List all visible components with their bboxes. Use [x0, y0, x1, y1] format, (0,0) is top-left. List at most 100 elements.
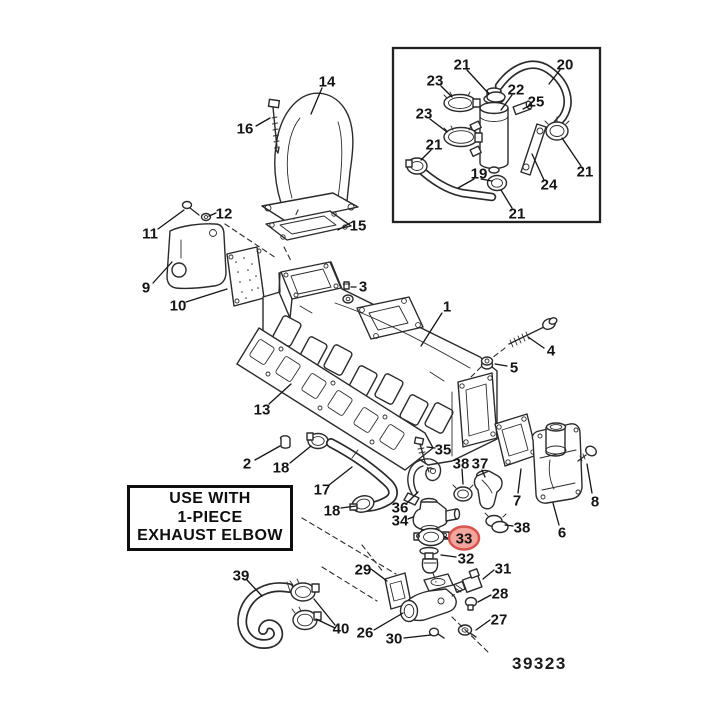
callout-29-27[interactable]: 29: [355, 562, 372, 579]
callout-36-19[interactable]: 36: [392, 500, 409, 517]
leader-line-32-23: [440, 554, 457, 558]
leader-line-21-35: [466, 69, 490, 95]
callout-12-3[interactable]: 12: [216, 206, 233, 223]
callout-34-20[interactable]: 34: [392, 513, 409, 530]
leader-line-16-1: [255, 117, 271, 127]
leader-line-20-36: [548, 69, 561, 85]
note-line-1: USE WITH: [169, 490, 251, 508]
hose-17: [326, 438, 398, 512]
leader-line-15-2: [337, 222, 351, 231]
callout-17-14[interactable]: 17: [314, 482, 331, 499]
leader-line-10-6: [185, 288, 228, 303]
exhaust-manifold-1: [262, 261, 498, 466]
callout-7-24[interactable]: 7: [513, 493, 521, 510]
plug-2: [279, 435, 291, 449]
callout-22-38[interactable]: 22: [508, 82, 525, 99]
leader-line-37-18: [481, 469, 486, 478]
leader-line-8-25: [586, 463, 593, 494]
clamp-21-left: [405, 157, 428, 175]
callout-18-15[interactable]: 18: [324, 503, 341, 520]
bolt-30: [428, 627, 445, 639]
clamp-23-lower: [443, 125, 483, 148]
bolt-11: [181, 200, 200, 216]
leader-line-38-17: [461, 468, 464, 485]
callout-16-1[interactable]: 16: [237, 121, 254, 138]
callout-9-5[interactable]: 9: [142, 280, 150, 297]
leader-line-18-13: [289, 445, 312, 464]
callout-19-43[interactable]: 19: [471, 166, 488, 183]
thermostat-32: [419, 546, 439, 574]
callout-10-6[interactable]: 10: [170, 298, 187, 315]
note-box: USE WITH 1-PIECE EXHAUST ELBOW: [127, 485, 293, 551]
callout-25-39[interactable]: 25: [528, 94, 545, 111]
gasket-texture: [235, 257, 259, 299]
end-gasket-7: [494, 413, 538, 467]
callout-2-12[interactable]: 2: [243, 456, 251, 473]
callout-21-35[interactable]: 21: [454, 57, 471, 74]
callout-21-41[interactable]: 21: [426, 137, 443, 154]
callout-18-13[interactable]: 18: [273, 460, 290, 477]
callout-30-32[interactable]: 30: [386, 631, 403, 648]
callout-14-0[interactable]: 14: [319, 74, 336, 91]
leader-line-11-4: [157, 209, 185, 230]
clamp-21-right: [544, 116, 570, 141]
leader-line-23-40: [429, 118, 448, 133]
leader-line-14-0: [310, 87, 323, 115]
callout-28-29[interactable]: 28: [492, 586, 509, 603]
inset-assembly-box: [391, 46, 602, 224]
bolt-4: [508, 317, 558, 348]
note-line-2: 1-PIECE: [177, 508, 243, 526]
callout-33-22[interactable]: 33: [456, 531, 473, 548]
leader-line-34-20: [407, 516, 414, 520]
callout-15-2[interactable]: 15: [350, 218, 367, 235]
leader-line-27-30: [475, 619, 491, 631]
callout-27-30[interactable]: 27: [491, 612, 508, 629]
callout-32-23[interactable]: 32: [458, 551, 475, 568]
clamp-23-upper: [443, 91, 481, 113]
bolt-8: [577, 445, 597, 462]
exhaust-elbow-14: [261, 92, 359, 223]
callout-37-18[interactable]: 37: [472, 456, 489, 473]
callout-38-17[interactable]: 38: [453, 456, 470, 473]
leader-line-4-10: [527, 336, 545, 349]
callout-3-9[interactable]: 3: [359, 279, 367, 296]
note-line-3: EXHAUST ELBOW: [137, 527, 283, 545]
clamp-40-upper: [289, 578, 320, 602]
plug-28: [464, 596, 478, 611]
nut-5: [480, 356, 494, 370]
leader-line-17-14: [328, 466, 353, 486]
callout-31-28[interactable]: 31: [495, 561, 512, 578]
fitting-31: [453, 568, 483, 594]
callout-1-8[interactable]: 1: [443, 299, 451, 316]
leader-line-18-15: [340, 505, 357, 509]
callout-23-37[interactable]: 23: [427, 73, 444, 90]
leader-line-33-22: [443, 536, 449, 539]
leader-line-24-44: [531, 153, 545, 181]
callout-35-16[interactable]: 35: [435, 442, 452, 459]
gasket-10: [226, 246, 265, 307]
callout-21-45[interactable]: 21: [509, 206, 526, 223]
callout-13-7[interactable]: 13: [254, 402, 271, 419]
callout-23-40[interactable]: 23: [416, 106, 433, 123]
callout-40-34[interactable]: 40: [333, 621, 350, 638]
washer-12: [200, 212, 212, 222]
callout-24-44[interactable]: 24: [541, 177, 558, 194]
callout-8-25[interactable]: 8: [591, 494, 599, 511]
callout-38-21[interactable]: 38: [514, 520, 531, 537]
leader-line-30-32: [403, 634, 432, 639]
callout-39-33[interactable]: 39: [233, 568, 250, 585]
callout-11-4[interactable]: 11: [142, 226, 158, 243]
callout-20-36[interactable]: 20: [557, 57, 574, 74]
leader-line-29-27: [370, 568, 388, 582]
callout-21-42[interactable]: 21: [577, 164, 594, 181]
plug-27: [457, 624, 477, 638]
leader-line-28-29: [477, 594, 492, 603]
callout-6-26[interactable]: 6: [558, 525, 566, 542]
leader-line-7-24: [517, 468, 522, 494]
coupler-38-right: [484, 512, 509, 534]
callout-4-10[interactable]: 4: [547, 343, 556, 360]
callout-26-31[interactable]: 26: [357, 625, 374, 642]
leader-line-22-38: [500, 94, 513, 111]
leader-line-9-5: [152, 261, 173, 284]
callout-5-11[interactable]: 5: [510, 360, 518, 377]
